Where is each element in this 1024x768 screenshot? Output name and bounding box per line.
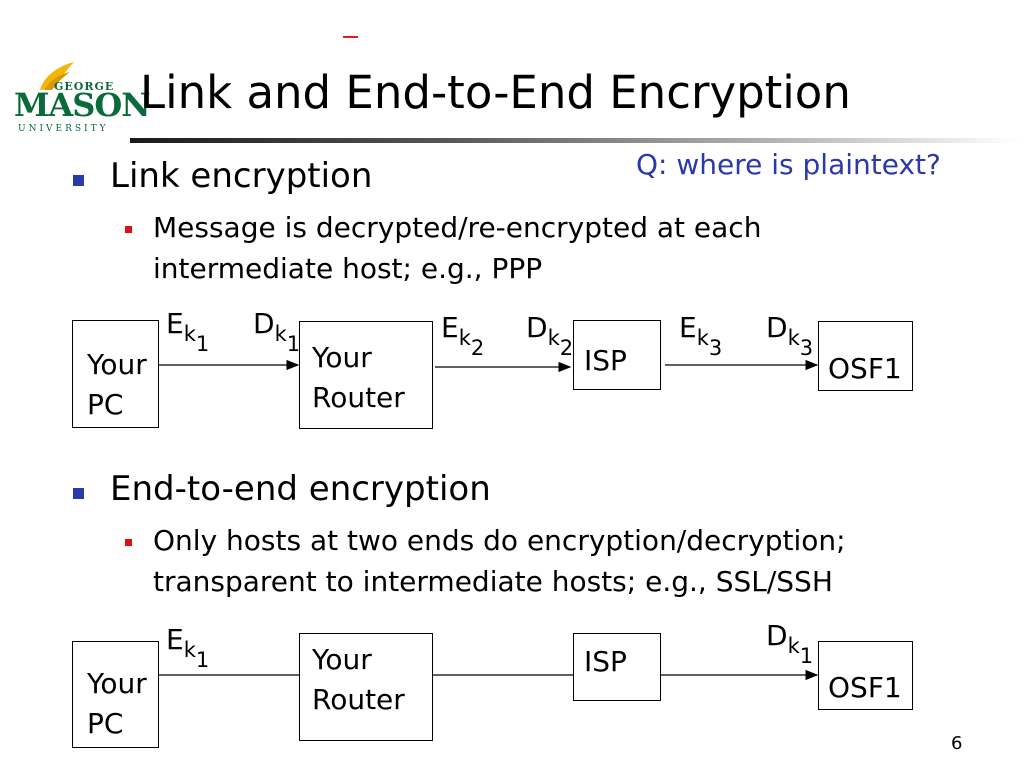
key-label-d-k1: Dk1 [253,307,300,357]
key-op: E [166,623,184,656]
node-label: OSF1 [828,671,902,704]
node-your-pc: Your PC [72,641,159,748]
node-osf1: OSF1 [818,321,913,391]
section1-bullet-line1: Message is decrypted/re-encrypted at eac… [153,211,762,244]
key-op: D [526,311,548,344]
key-index: 1 [195,332,210,356]
key-label-e-k1: Ek1 [166,623,209,673]
key-op: E [166,307,184,340]
key-index: 1 [195,648,210,672]
key-op: D [766,311,788,344]
key-label-d-k2: Dk2 [526,311,573,361]
key-index: 2 [559,336,574,360]
sub-bullet-square-icon [125,539,132,546]
slide-title: Link and End-to-End Encryption [140,66,851,119]
key-k: k [183,322,196,346]
key-k: k [696,326,709,350]
key-index: 3 [799,336,814,360]
node-label: Your PC [87,348,147,421]
title-divider [130,138,1020,143]
key-op: D [766,619,788,652]
page-number: 6 [951,733,963,754]
section2-heading: End-to-end encryption [110,469,491,509]
node-label: ISP [584,645,627,678]
node-label: Your PC [87,667,147,740]
key-op: E [679,311,697,344]
logo-line-university: UNIVERSITY [18,124,109,134]
key-index: 1 [799,644,814,668]
node-label: ISP [584,344,627,377]
key-k: k [274,322,287,346]
question-callout: Q: where is plaintext? [636,148,941,181]
key-k: k [458,326,471,350]
key-label-e-k1: Ek1 [166,307,209,357]
key-index: 1 [286,332,301,356]
key-label-d-k1: Dk1 [766,619,813,669]
university-logo: GEORGE MASON UNIVERSITY [14,60,150,136]
node-label: Your Router [312,643,405,716]
logo-line-george: GEORGE [54,80,115,93]
leaf-icon [40,62,74,90]
node-isp: ISP [573,320,661,390]
key-k: k [787,634,800,658]
section2-bullet-line1: Only hosts at two ends do encryption/dec… [153,524,846,557]
bullet-square-icon [73,175,84,186]
key-k: k [183,638,196,662]
key-index: 2 [470,336,485,360]
node-isp: ISP [573,633,661,701]
node-osf1: OSF1 [818,641,913,710]
key-k: k [787,326,800,350]
key-k: k [547,326,560,350]
logo-line-mason: MASON [14,86,150,124]
key-op: D [253,307,275,340]
key-op: E [441,311,459,344]
decorative-mark [343,36,358,38]
bullet-square-icon [73,488,84,499]
key-label-e-k2: Ek2 [441,311,484,361]
node-label: Your Router [312,341,405,414]
node-label: OSF1 [828,352,902,385]
section1-bullet-line2: intermediate host; e.g., PPP [153,252,543,285]
key-label-e-k3: Ek3 [679,311,722,361]
section2-bullet-line2: transparent to intermediate hosts; e.g.,… [153,565,833,598]
node-your-router: Your Router [299,633,433,741]
sub-bullet-square-icon [125,226,132,233]
node-your-pc: Your PC [72,320,159,428]
node-your-router: Your Router [299,321,433,429]
section1-heading: Link encryption [110,156,373,196]
key-label-d-k3: Dk3 [766,311,813,361]
key-index: 3 [708,336,723,360]
